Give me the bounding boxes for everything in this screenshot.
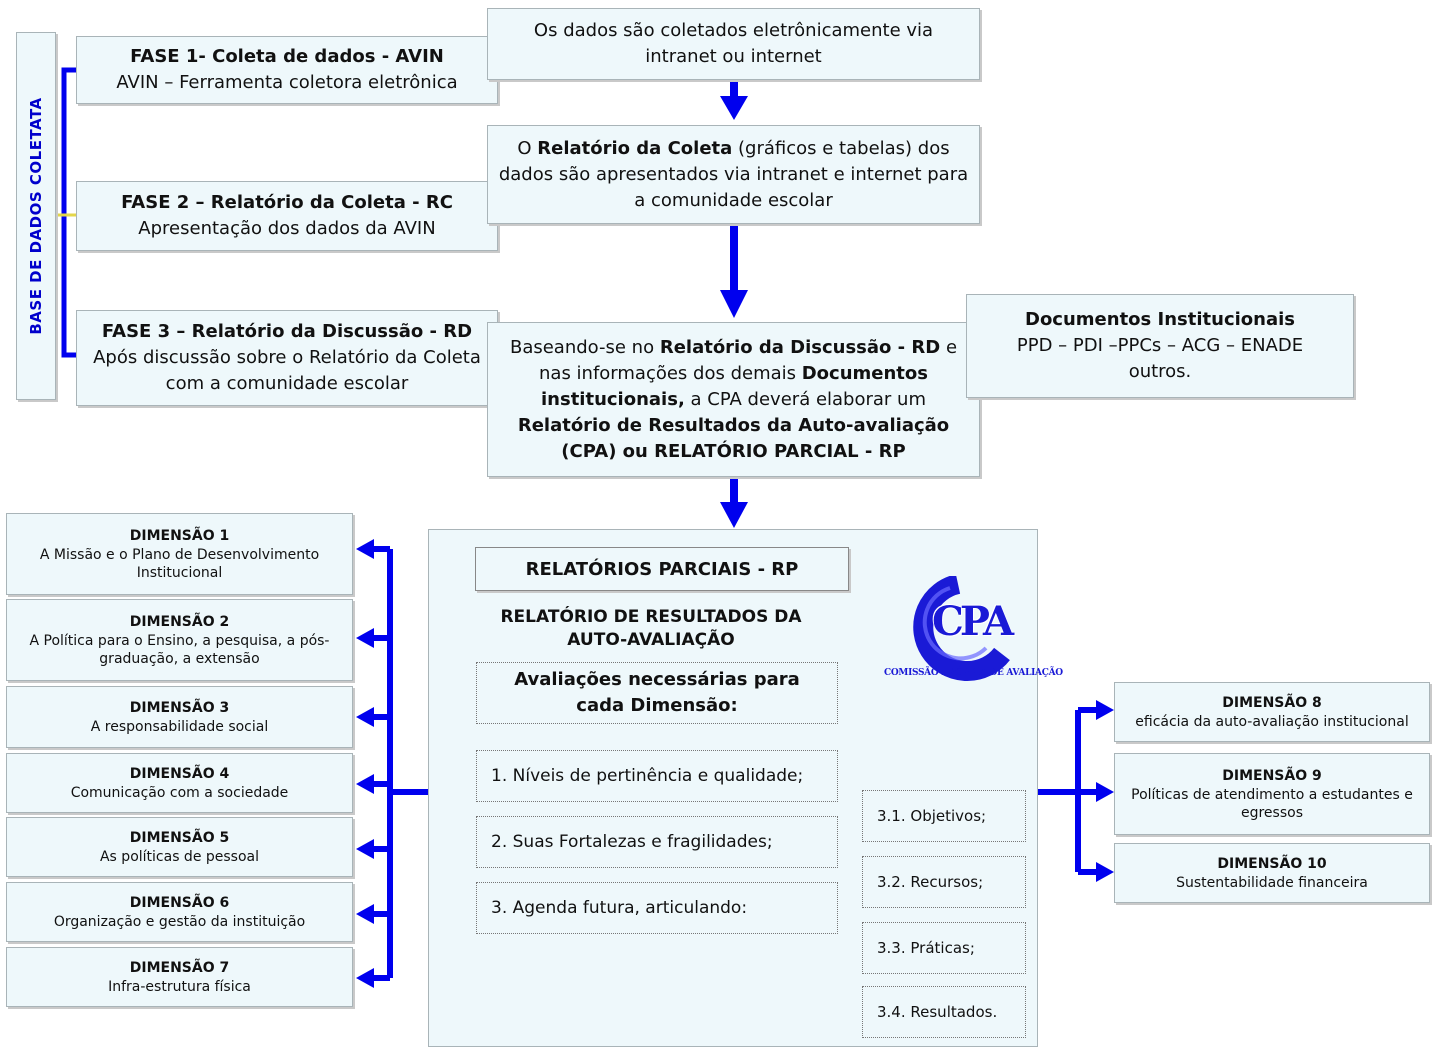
dimension-2-text: A Política para o Ensino, a pesquisa, a … bbox=[29, 632, 330, 667]
cpa-logo-graphic bbox=[913, 574, 1010, 681]
right-dimension-arrowheads bbox=[1096, 700, 1114, 882]
dimension-4-title: DIMENSÃO 4 bbox=[129, 765, 230, 782]
dimension-2-box: DIMENSÃO 2 A Política para o Ensino, a p… bbox=[6, 599, 353, 681]
dimension-8-box: DIMENSÃO 8 eficácia da auto-avaliação in… bbox=[1114, 682, 1430, 742]
dimension-9-text: Políticas de atendimento a estudantes e … bbox=[1131, 786, 1413, 821]
right-dimension-connectors bbox=[1038, 707, 1098, 875]
partial-reports-header-text: RELATÓRIOS PARCIAIS - RP bbox=[525, 558, 799, 580]
dimension-1-box: DIMENSÃO 1 A Missão e o Plano de Desenvo… bbox=[6, 513, 353, 595]
phase-3-text: Após discussão sobre o Relatório da Cole… bbox=[93, 347, 481, 394]
institutional-docs-text: PPD – PDI –PPCs – ACG – ENADE outros. bbox=[1016, 335, 1304, 382]
phase-1-box: FASE 1- Coleta de dados - AVIN AVIN – Fe… bbox=[76, 36, 498, 104]
dimension-6-title: DIMENSÃO 6 bbox=[129, 894, 230, 911]
flow-step-3-p2: e nas informações dos demais bbox=[539, 336, 958, 384]
dimension-3-box: DIMENSÃO 3 A responsabilidade social bbox=[6, 686, 353, 748]
dimension-3-title: DIMENSÃO 3 bbox=[129, 699, 230, 716]
flow-arrows bbox=[720, 80, 748, 528]
evaluations-title-box: Avaliações necessárias para cada Dimensã… bbox=[476, 662, 838, 724]
dimension-10-box: DIMENSÃO 10 Sustentabilidade financeira bbox=[1114, 843, 1430, 903]
dimension-1-text: A Missão e o Plano de Desenvolvimento In… bbox=[39, 546, 320, 581]
flow-step-2-b1: Relatório da Coleta bbox=[537, 137, 733, 159]
subitem-3-4-text: 3.4. Resultados. bbox=[877, 1002, 998, 1021]
institutional-docs-box: Documentos Institucionais PPD – PDI –PPC… bbox=[966, 294, 1354, 398]
dimension-6-box: DIMENSÃO 6 Organização e gestão da insti… bbox=[6, 882, 353, 942]
phase-1-text: AVIN – Ferramenta coletora eletrônica bbox=[116, 72, 458, 93]
left-dimension-connectors bbox=[372, 546, 428, 981]
phase-2-title: FASE 2 – Relatório da Coleta - RC bbox=[121, 192, 453, 213]
flow-step-3-box: Baseando-se no Relatório da Discussão - … bbox=[487, 322, 980, 477]
flow-step-2-box: O Relatório da Coleta (gráficos e tabela… bbox=[487, 125, 980, 224]
dimension-3-text: A responsabilidade social bbox=[90, 718, 269, 735]
dimension-7-title: DIMENSÃO 7 bbox=[129, 959, 230, 976]
cpa-logo-caption: COMISSÃO PRÓPRIA DE AVALIAÇÃO bbox=[884, 668, 1063, 678]
evaluation-item-3-text: 3. Agenda futura, articulando: bbox=[491, 898, 748, 918]
dimension-4-text: Comunicação com a sociedade bbox=[70, 784, 289, 801]
subitem-3-1: 3.1. Objetivos; bbox=[862, 790, 1026, 842]
dimension-8-title: DIMENSÃO 8 bbox=[1222, 694, 1322, 711]
flow-step-2-text: O Relatório da Coleta (gráficos e tabela… bbox=[499, 136, 969, 214]
dimension-9-title: DIMENSÃO 9 bbox=[1222, 767, 1322, 784]
dimension-10-text: Sustentabilidade financeira bbox=[1176, 874, 1368, 891]
subitem-3-2-text: 3.2. Recursos; bbox=[877, 872, 984, 891]
flow-step-2-p2: (gráficos e tabelas) dos dados são apres… bbox=[498, 137, 969, 211]
phase-bracket bbox=[61, 67, 76, 358]
flow-step-3-p1: Baseando-se no bbox=[509, 336, 660, 358]
evaluation-item-1-text: 1. Níveis de pertinência e qualidade; bbox=[491, 766, 804, 786]
dimension-2-title: DIMENSÃO 2 bbox=[129, 613, 230, 630]
left-dimension-arrowheads bbox=[356, 539, 374, 988]
evaluation-item-3: 3. Agenda futura, articulando: bbox=[476, 882, 838, 934]
flow-step-2-p1: O bbox=[517, 137, 538, 159]
database-sidebar-label: BASE DE DADOS COLETATA bbox=[27, 97, 45, 335]
cpa-logo-letters: CPA bbox=[932, 598, 1014, 645]
phase-3-box: FASE 3 – Relatório da Discussão - RD Apó… bbox=[76, 310, 498, 406]
subitem-3-4: 3.4. Resultados. bbox=[862, 986, 1026, 1038]
evaluation-item-2: 2. Suas Fortalezas e fragilidades; bbox=[476, 816, 838, 868]
dimension-1-title: DIMENSÃO 1 bbox=[129, 527, 230, 544]
dimension-5-box: DIMENSÃO 5 As políticas de pessoal bbox=[6, 817, 353, 877]
dimension-8-text: eficácia da auto-avaliação institucional bbox=[1135, 713, 1409, 730]
flow-step-3-p3: a CPA deverá elaborar um bbox=[684, 388, 926, 410]
evaluation-item-1: 1. Níveis de pertinência e qualidade; bbox=[476, 750, 838, 802]
cpa-logo: CPA COMISSÃO PRÓPRIA DE AVALIAÇÃO bbox=[880, 574, 1063, 688]
evaluations-title: Avaliações necessárias para cada Dimensã… bbox=[514, 669, 800, 716]
dimension-4-box: DIMENSÃO 4 Comunicação com a sociedade bbox=[6, 753, 353, 813]
flow-step-1-text: Os dados são coletados eletrônicamente v… bbox=[533, 20, 934, 67]
subitem-3-1-text: 3.1. Objetivos; bbox=[877, 806, 987, 825]
subitem-3-3: 3.3. Práticas; bbox=[862, 922, 1026, 974]
flow-step-1-box: Os dados são coletados eletrônicamente v… bbox=[487, 8, 980, 80]
dimension-6-text: Organização e gestão da instituição bbox=[53, 913, 306, 930]
database-sidebar: BASE DE DADOS COLETATA bbox=[16, 32, 56, 400]
dimension-9-box: DIMENSÃO 9 Políticas de atendimento a es… bbox=[1114, 753, 1430, 835]
phase-1-title: FASE 1- Coleta de dados - AVIN bbox=[130, 46, 444, 67]
results-report-subtitle: RELATÓRIO DE RESULTADOS DA AUTO-AVALIAÇÃ… bbox=[500, 607, 802, 650]
phase-2-text: Apresentação dos dados da AVIN bbox=[138, 218, 436, 239]
evaluation-item-2-text: 2. Suas Fortalezas e fragilidades; bbox=[491, 832, 773, 852]
partial-reports-header: RELATÓRIOS PARCIAIS - RP bbox=[475, 547, 849, 591]
flow-step-3-b1: Relatório da Discussão - RD bbox=[659, 336, 941, 358]
phase-2-box: FASE 2 – Relatório da Coleta - RC Aprese… bbox=[76, 181, 498, 251]
flow-step-3-b3: Relatório de Resultados da Auto-avaliaçã… bbox=[517, 414, 950, 462]
flow-step-3-text: Baseando-se no Relatório da Discussão - … bbox=[499, 335, 969, 465]
phase-3-title: FASE 3 – Relatório da Discussão - RD bbox=[101, 321, 473, 342]
institutional-docs-title: Documentos Institucionais bbox=[1025, 309, 1295, 330]
subitem-3-3-text: 3.3. Práticas; bbox=[877, 938, 975, 957]
dimension-5-text: As políticas de pessoal bbox=[99, 848, 260, 865]
flow-step-3-b2: Documentos institucionais, bbox=[541, 362, 928, 410]
dimension-5-title: DIMENSÃO 5 bbox=[129, 829, 230, 846]
dimension-7-text: Infra-estrutura física bbox=[108, 978, 251, 995]
dimension-10-title: DIMENSÃO 10 bbox=[1217, 855, 1327, 872]
dimension-7-box: DIMENSÃO 7 Infra-estrutura física bbox=[6, 947, 353, 1007]
subitem-3-2: 3.2. Recursos; bbox=[862, 856, 1026, 908]
